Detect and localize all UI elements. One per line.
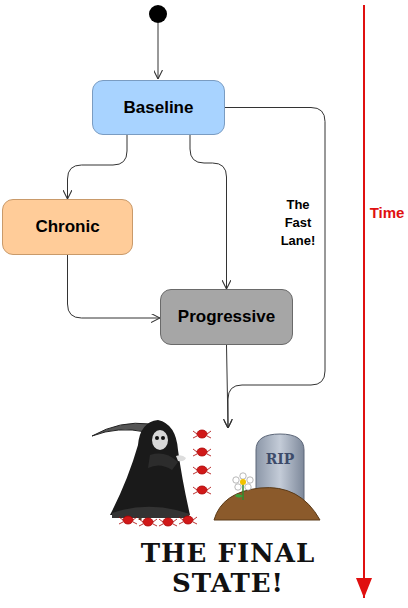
transition-arrow xyxy=(225,108,325,429)
transition-arrow xyxy=(190,135,227,289)
final-state: THE FINAL STATE! xyxy=(118,428,338,603)
initial-arrow xyxy=(158,23,159,79)
transition-arrow xyxy=(68,255,161,318)
state-box: Chronic xyxy=(2,199,133,255)
grave xyxy=(214,434,320,520)
state-label: Progressive xyxy=(178,307,275,327)
grim-reaper xyxy=(92,420,190,520)
state-label: Baseline xyxy=(124,98,194,118)
transition-label: The Fast Lane! xyxy=(276,196,320,250)
axis-label: Time xyxy=(368,204,406,221)
transition-arrow xyxy=(227,345,229,428)
state-box: Baseline xyxy=(92,80,225,135)
tombstone-text: RIP xyxy=(256,451,304,467)
crabs xyxy=(119,430,211,526)
transition-arrow xyxy=(68,135,128,199)
time-axis xyxy=(363,5,365,598)
state-box: Progressive xyxy=(160,289,293,345)
state-label: Chronic xyxy=(35,217,99,237)
state-title: THE FINAL STATE! xyxy=(118,538,338,598)
initial-dot xyxy=(149,5,167,23)
